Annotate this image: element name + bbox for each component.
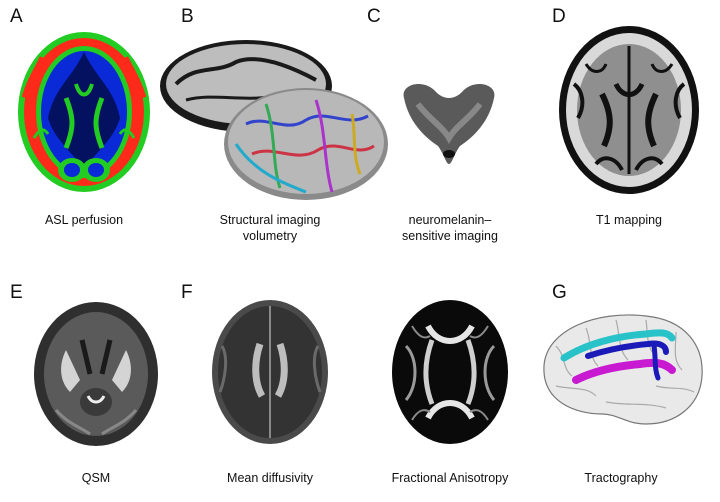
caption-tractography: Tractography: [584, 471, 658, 485]
tractography-image: [536, 306, 706, 432]
panel-letter-c: C: [367, 6, 381, 27]
caption-t1-mapping: T1 mapping: [595, 213, 662, 227]
panel-letter-d: D: [552, 6, 566, 27]
panel-letter-e: E: [10, 282, 23, 303]
caption-neuromelanin: neuromelanin– sensitive imaging: [402, 213, 498, 243]
caption-asl-perfusion: ASL perfusion: [44, 213, 124, 227]
panel-letter-a: A: [10, 6, 23, 27]
mean-diffusivity-image: [208, 296, 332, 448]
caption-mean-diffusivity: Mean diffusivity: [227, 471, 313, 485]
panel-letter-f: F: [181, 282, 193, 303]
neuromelanin-image: [394, 78, 504, 168]
t1-mapping-image: [556, 24, 702, 196]
panel-letter-g: G: [552, 282, 567, 303]
panel-letter-b: B: [181, 6, 194, 27]
caption-fractional-anisotropy: Fractional Anisotropy: [391, 471, 509, 485]
asl-perfusion-image: [14, 28, 154, 196]
caption-qsm: QSM: [81, 471, 111, 485]
qsm-image: [28, 300, 164, 448]
structural-brain-image: [156, 24, 392, 204]
fractional-anisotropy-image: [388, 296, 512, 448]
caption-structural-volumetry: Structural imaging volumetry: [219, 213, 321, 243]
